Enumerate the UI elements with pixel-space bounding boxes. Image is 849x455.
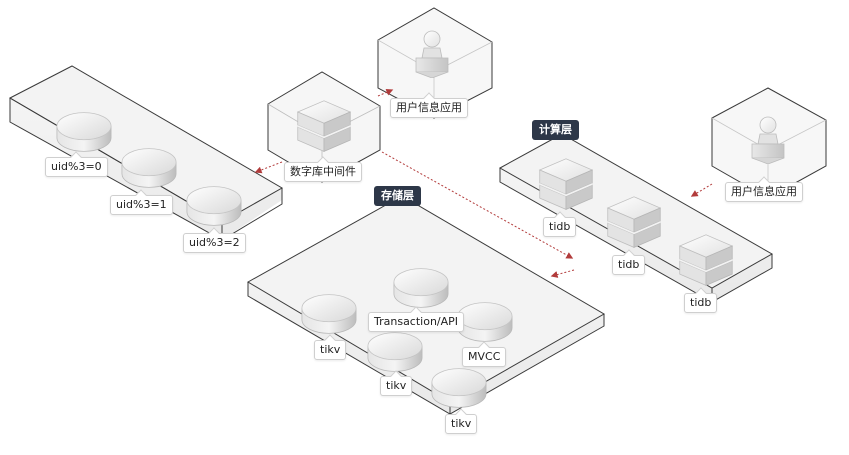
- tikv-db-1: [301, 294, 357, 334]
- tidb-server-1: [539, 158, 593, 210]
- middleware-label: 数字库中间件: [284, 162, 362, 182]
- compute-layer-tag: 计算层: [532, 120, 579, 140]
- mvcc-label: MVCC: [462, 347, 507, 367]
- shard-label-0: uid%3=0: [45, 157, 108, 177]
- shard-db-1: [121, 148, 177, 188]
- tidb-server-3: [679, 234, 733, 286]
- tikv-label-3: tikv: [445, 414, 478, 434]
- arrow-user-to-middleware: [377, 88, 394, 97]
- tikv-db-2: [367, 332, 423, 372]
- arrow-user-to-compute: [690, 183, 713, 197]
- compute-user-label: 用户信息应用: [725, 182, 803, 202]
- transaction-label: Transaction/API: [368, 312, 465, 332]
- middleware-user-label: 用户信息应用: [390, 98, 468, 118]
- mvcc-db: [457, 302, 513, 342]
- shard-db-2: [186, 186, 242, 226]
- tikv-db-3: [431, 368, 487, 408]
- shard-label-1: uid%3=1: [110, 195, 173, 215]
- middleware-server-icon: [297, 100, 351, 152]
- shard-db-0: [56, 112, 112, 152]
- tidb-server-2: [607, 196, 661, 248]
- tikv-label-1: tikv: [314, 340, 347, 360]
- transaction-db: [393, 268, 449, 308]
- arrow-compute-to-storage: [550, 269, 575, 278]
- tidb-label-1: tidb: [543, 217, 577, 237]
- shard-label-2: uid%3=2: [183, 233, 246, 253]
- tidb-label-3: tidb: [684, 293, 718, 313]
- tidb-label-2: tidb: [612, 255, 646, 275]
- tikv-label-2: tikv: [380, 376, 413, 396]
- storage-layer-tag: 存储层: [374, 186, 421, 206]
- arrow-middleware-to-shards: [254, 161, 283, 174]
- arrow-middleware-to-compute: [381, 151, 574, 259]
